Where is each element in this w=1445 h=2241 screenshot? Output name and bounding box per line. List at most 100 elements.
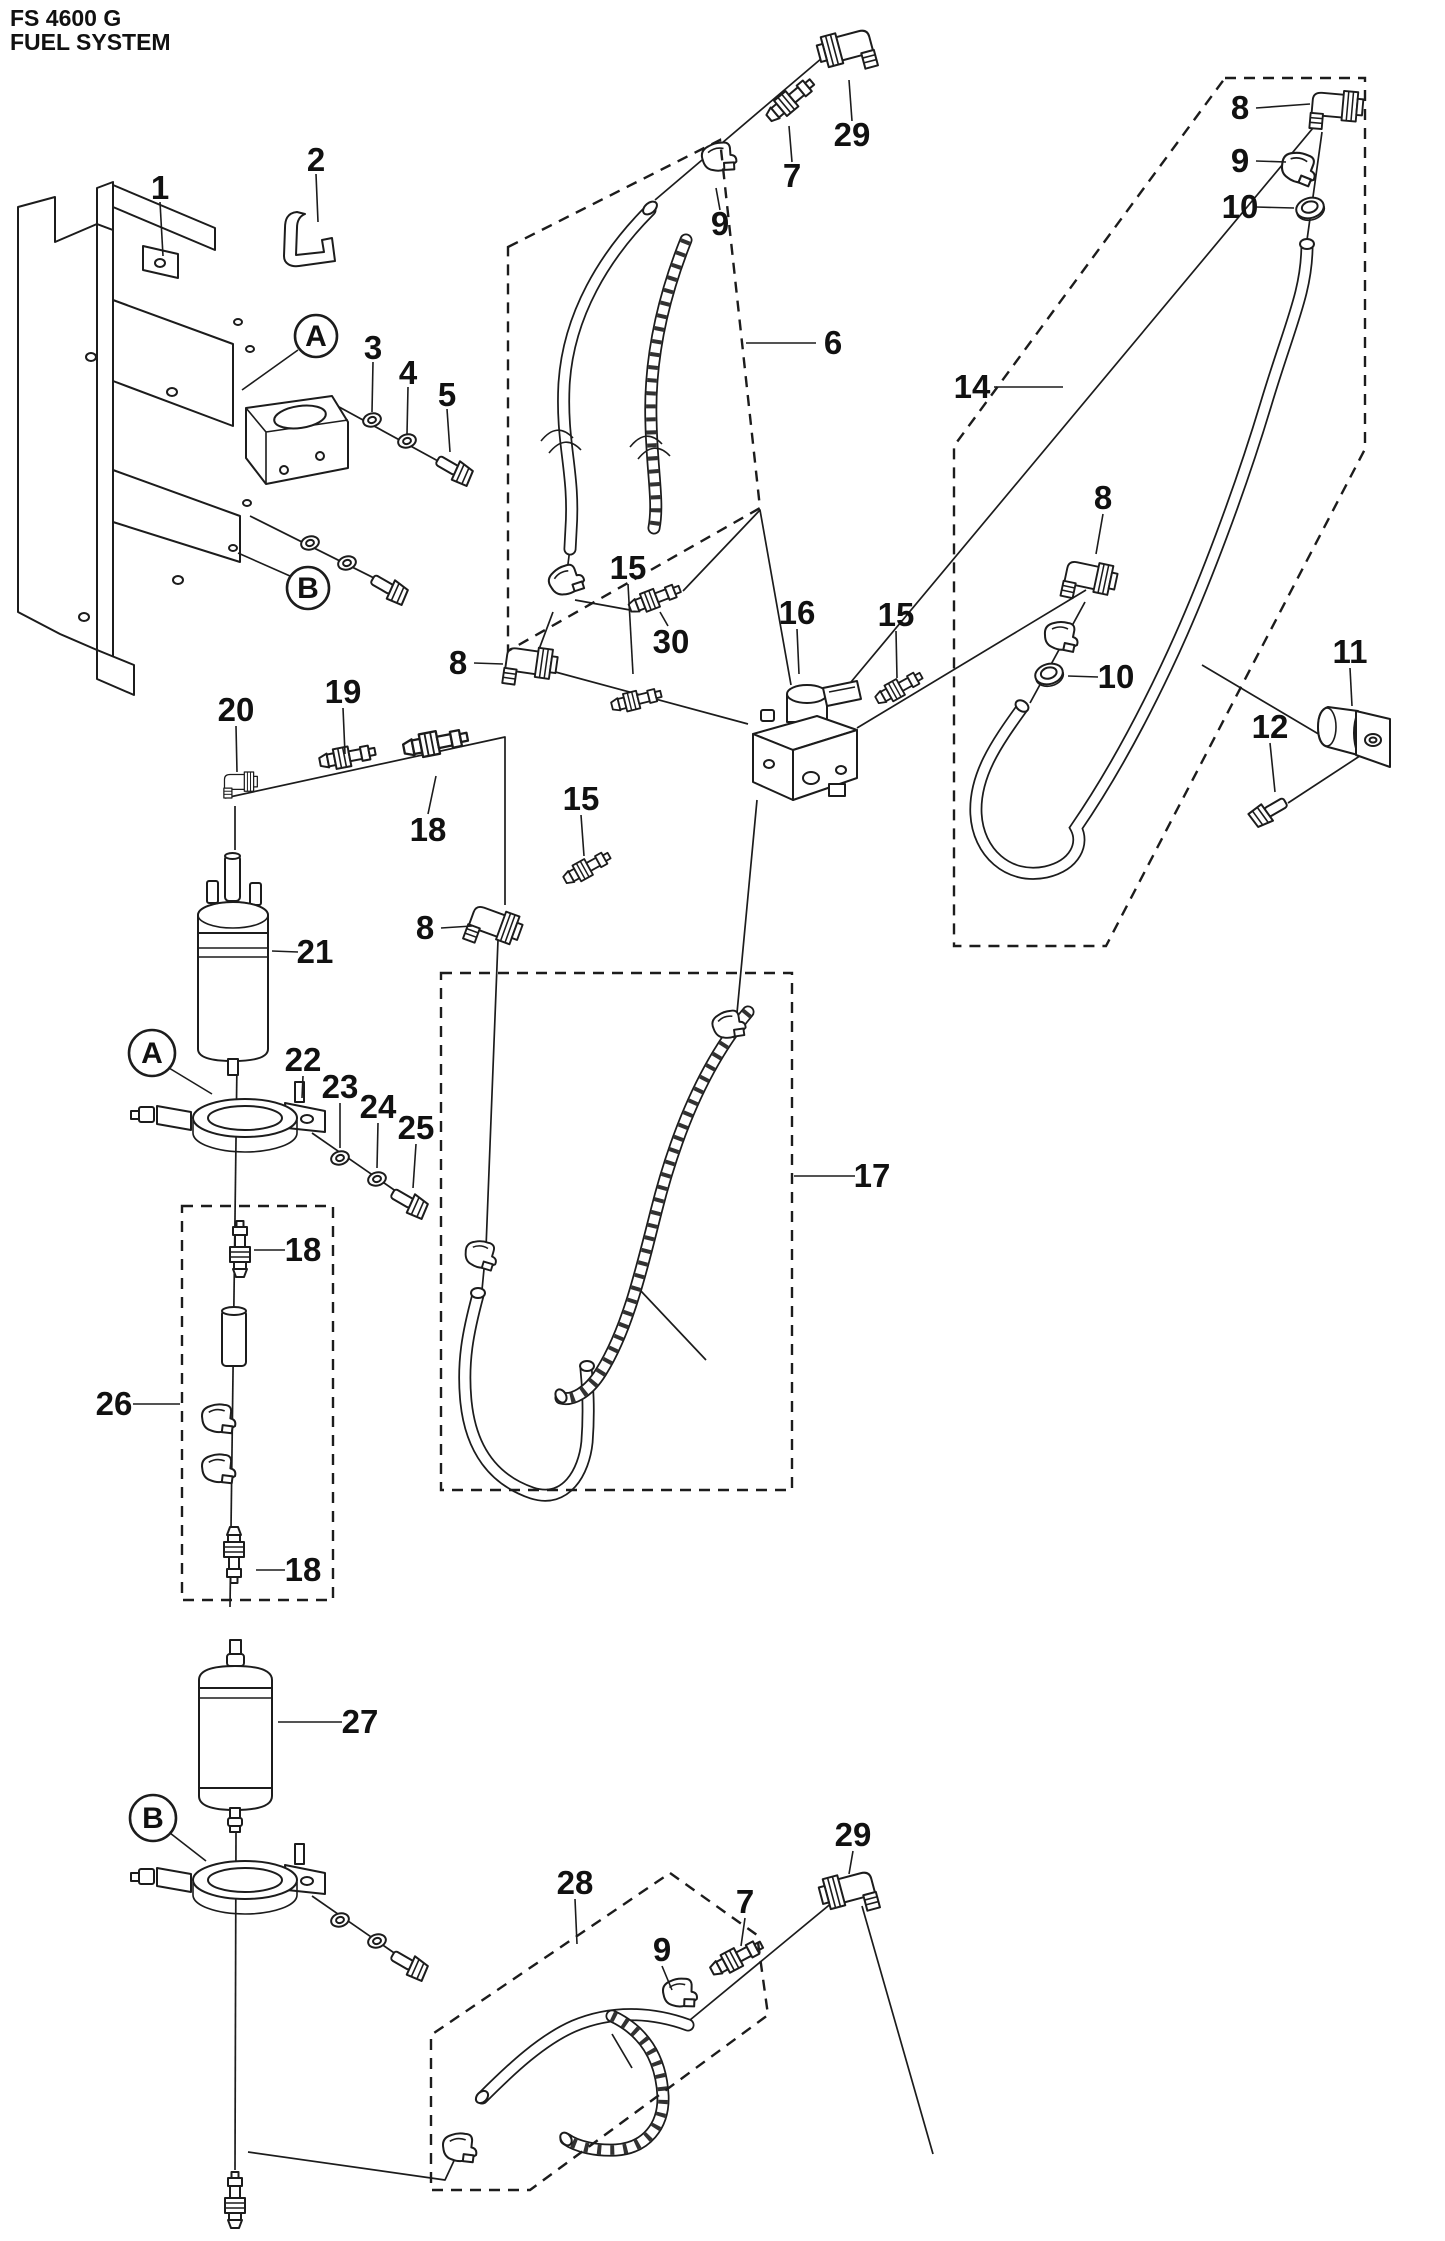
- callout-leader-29: [848, 1850, 854, 1875]
- ring-10-mid: [1031, 659, 1067, 691]
- callout-18-35: 18: [285, 1551, 322, 1588]
- callout-6-5: 6: [824, 324, 842, 361]
- clamp-9c: [660, 1975, 700, 2013]
- group-box-17: [439, 971, 794, 1492]
- callout-15-15: 15: [878, 596, 915, 633]
- fittings: [223, 23, 1365, 2229]
- callout-leader-8: [440, 925, 473, 929]
- callout-30-18: 30: [653, 623, 690, 660]
- elbow-8d: [1308, 87, 1365, 134]
- fuel-hoses: [458, 200, 1315, 2157]
- callout-7-6: 7: [783, 157, 801, 194]
- callout-leader-20: [235, 725, 238, 773]
- letter-circle-A: [127, 1028, 177, 1078]
- pipe-clamp-ring-22: [130, 1081, 326, 1153]
- clamp-9a: [698, 138, 740, 178]
- clamp-9d: [441, 2131, 479, 2166]
- callout-8-13: 8: [1094, 479, 1112, 516]
- letter-circle-B: [128, 1793, 178, 1843]
- callout-leader-12: [1269, 742, 1276, 793]
- callout-11-22: 11: [1333, 633, 1368, 670]
- bracket-2: [283, 211, 336, 268]
- callout-leader-18: [427, 775, 437, 815]
- callout-25-32: 25: [398, 1109, 435, 1146]
- callout-leader-9: [661, 1965, 673, 1991]
- letter-A-2: A: [141, 1037, 163, 1070]
- callout-21-28: 21: [297, 933, 334, 970]
- clamp-11: [1317, 706, 1391, 768]
- callout-16-16: 16: [779, 594, 816, 631]
- callout-4-3: 4: [399, 354, 418, 391]
- mounting-plate: [17, 181, 255, 696]
- bolt-5: [431, 450, 477, 489]
- callout-24-31: 24: [360, 1088, 397, 1125]
- bolt-b2: [386, 1945, 432, 1984]
- callout-leader-2: [315, 173, 319, 223]
- group-box-26: [180, 1204, 335, 1602]
- callout-28-37: 28: [557, 1864, 594, 1901]
- callout-leader-22: [301, 1075, 304, 1099]
- elbow-29a: [813, 23, 879, 81]
- sleeve-26: [221, 1306, 247, 1367]
- callout-29-8: 29: [834, 116, 871, 153]
- hose-clamps: [200, 138, 1320, 2166]
- callout-5-4: 5: [438, 376, 456, 413]
- title-block: FS 4600 G FUEL SYSTEM: [10, 6, 171, 54]
- callout-9-10: 9: [1231, 142, 1249, 179]
- ring-10-top: [1292, 193, 1328, 225]
- callout-26-33: 26: [96, 1385, 133, 1422]
- callout-8-9: 8: [1231, 89, 1249, 126]
- callout-leader-8: [473, 662, 504, 665]
- callout-1-0: 1: [151, 169, 169, 206]
- pump-bracket: [245, 395, 349, 485]
- callout-leader-9: [715, 187, 721, 211]
- callout-leader-11: [1349, 667, 1353, 707]
- fitting-15b: [559, 846, 615, 889]
- washer-4: [395, 431, 419, 451]
- letter-B-3: B: [142, 1802, 164, 1835]
- callout-leader-25: [412, 1143, 417, 1189]
- pipe-clamp-ring-b: [130, 1843, 326, 1915]
- bolt-b: [366, 569, 412, 608]
- hose-end-openings: [470, 200, 1315, 2147]
- clamp-box17a: [463, 1239, 499, 1272]
- letter-leader-A: [241, 349, 299, 391]
- callout-15-17: 15: [610, 549, 647, 586]
- callout-15-20: 15: [563, 780, 600, 817]
- bolt-25: [386, 1183, 432, 1222]
- washer-b3: [328, 1910, 352, 1930]
- callout-leader-24: [376, 1122, 379, 1169]
- callout-overlay: 1234567929891014810151615308158111217181…: [96, 76, 1368, 2192]
- callout-22-29: 22: [285, 1041, 322, 1078]
- callout-20-27: 20: [218, 691, 255, 728]
- callout-12-23: 12: [1252, 708, 1289, 745]
- callout-18-25: 18: [410, 811, 447, 848]
- callout-3-2: 3: [364, 329, 382, 366]
- group-box-28: [429, 1871, 770, 2192]
- washer-23: [328, 1148, 352, 1168]
- fuel-filter-27: [198, 1639, 273, 1833]
- fitting-bottom: [224, 2171, 246, 2229]
- callout-leader-7: [788, 125, 793, 163]
- callout-leader-15: [895, 630, 898, 679]
- callout-27-36: 27: [342, 1703, 379, 1740]
- fuel-pump-21: [197, 852, 269, 1076]
- fitting-7a: [761, 73, 820, 127]
- callout-leader-4: [406, 386, 409, 435]
- callout-8-21: 8: [416, 909, 434, 946]
- callout-29-40: 29: [835, 1816, 872, 1853]
- callout-leader-28: [574, 1898, 578, 1945]
- callout-leader-8: [1255, 103, 1311, 109]
- clamp-box26a: [200, 1402, 238, 1437]
- letter-leader-B: [169, 1832, 207, 1862]
- clamp-box26b: [200, 1452, 238, 1487]
- callout-23-30: 23: [322, 1068, 359, 1105]
- callout-14-12: 14: [954, 368, 991, 405]
- callout-leader-15: [580, 814, 585, 857]
- callout-leader-5: [446, 408, 451, 453]
- letter-circle-A: [293, 313, 339, 359]
- clamp-9-top: [1278, 149, 1320, 189]
- callout-2-1: 2: [307, 141, 325, 178]
- callout-leader-3: [371, 361, 374, 413]
